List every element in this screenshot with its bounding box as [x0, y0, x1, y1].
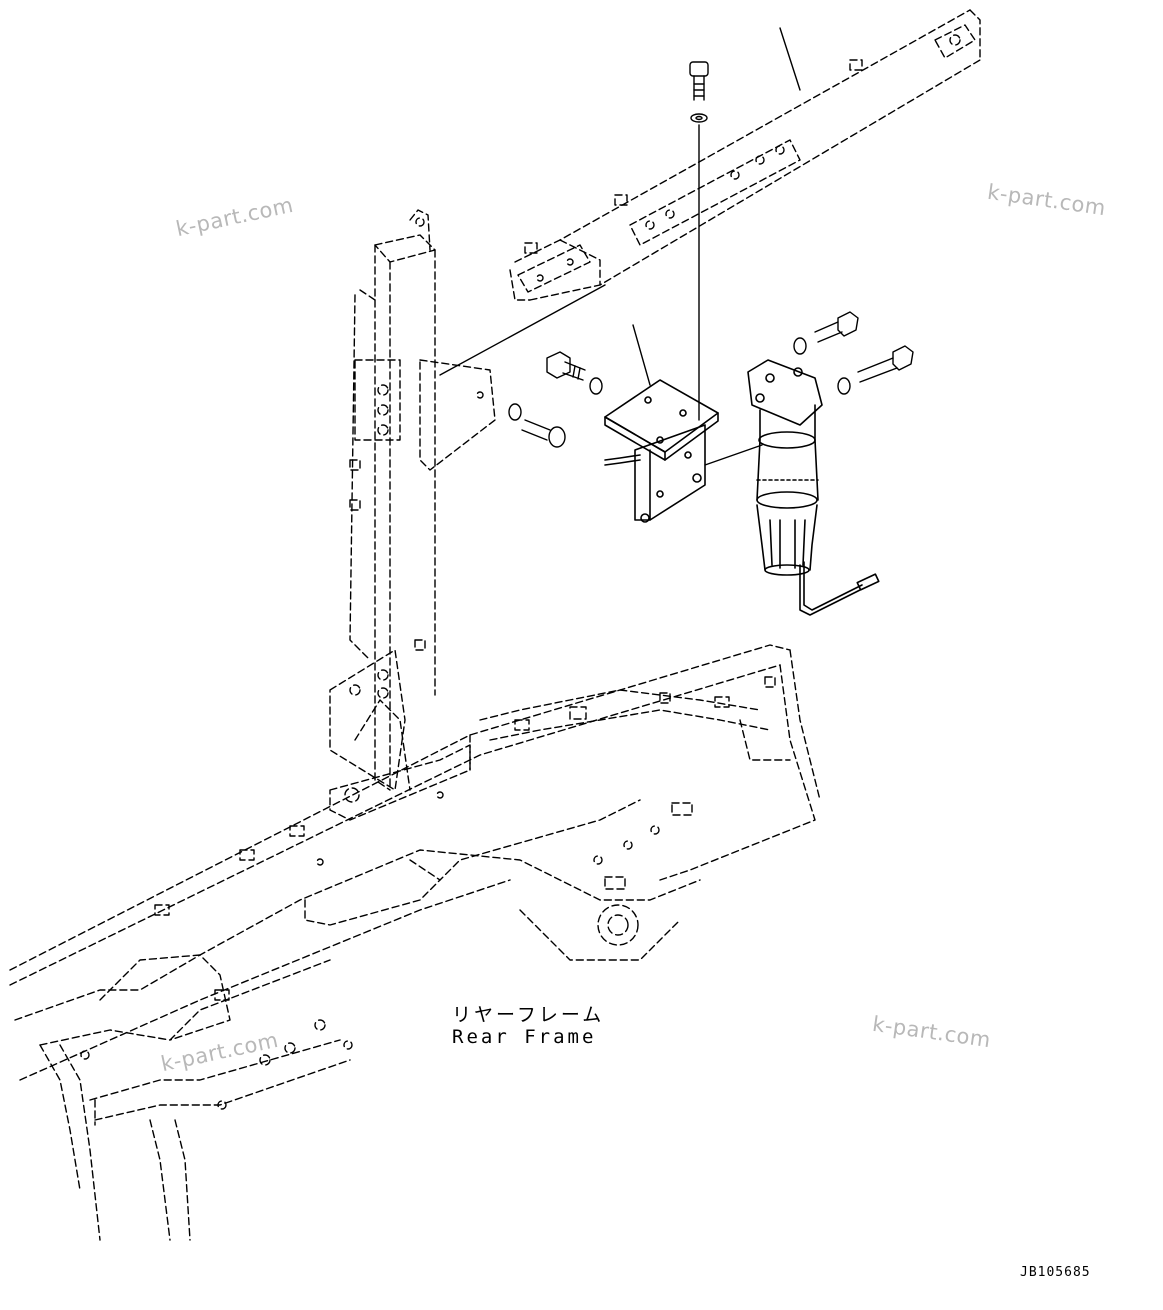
filter-bolt-lower — [837, 345, 914, 395]
filter-bolt-upper — [793, 311, 859, 355]
leader-line-bar — [779, 27, 801, 91]
rear-frame-label-en: Rear Frame — [452, 1026, 597, 1048]
bracket-bolt-left — [546, 351, 603, 395]
top-bolt — [689, 61, 709, 421]
column-bolt — [508, 403, 566, 448]
filter-bracket — [604, 379, 719, 523]
rear-frame — [9, 644, 821, 1241]
bracket-to-filter-line — [704, 444, 763, 466]
drawing-id: JB105685 — [1020, 1265, 1091, 1280]
upper-frame-bar — [509, 9, 981, 301]
bracket-to-frame-line — [439, 284, 606, 376]
vertical-column — [329, 209, 496, 821]
rear-frame-label-jp: リヤーフレーム — [452, 1004, 605, 1026]
fuel-filter — [747, 359, 880, 616]
leader-line-bracket — [632, 324, 651, 386]
